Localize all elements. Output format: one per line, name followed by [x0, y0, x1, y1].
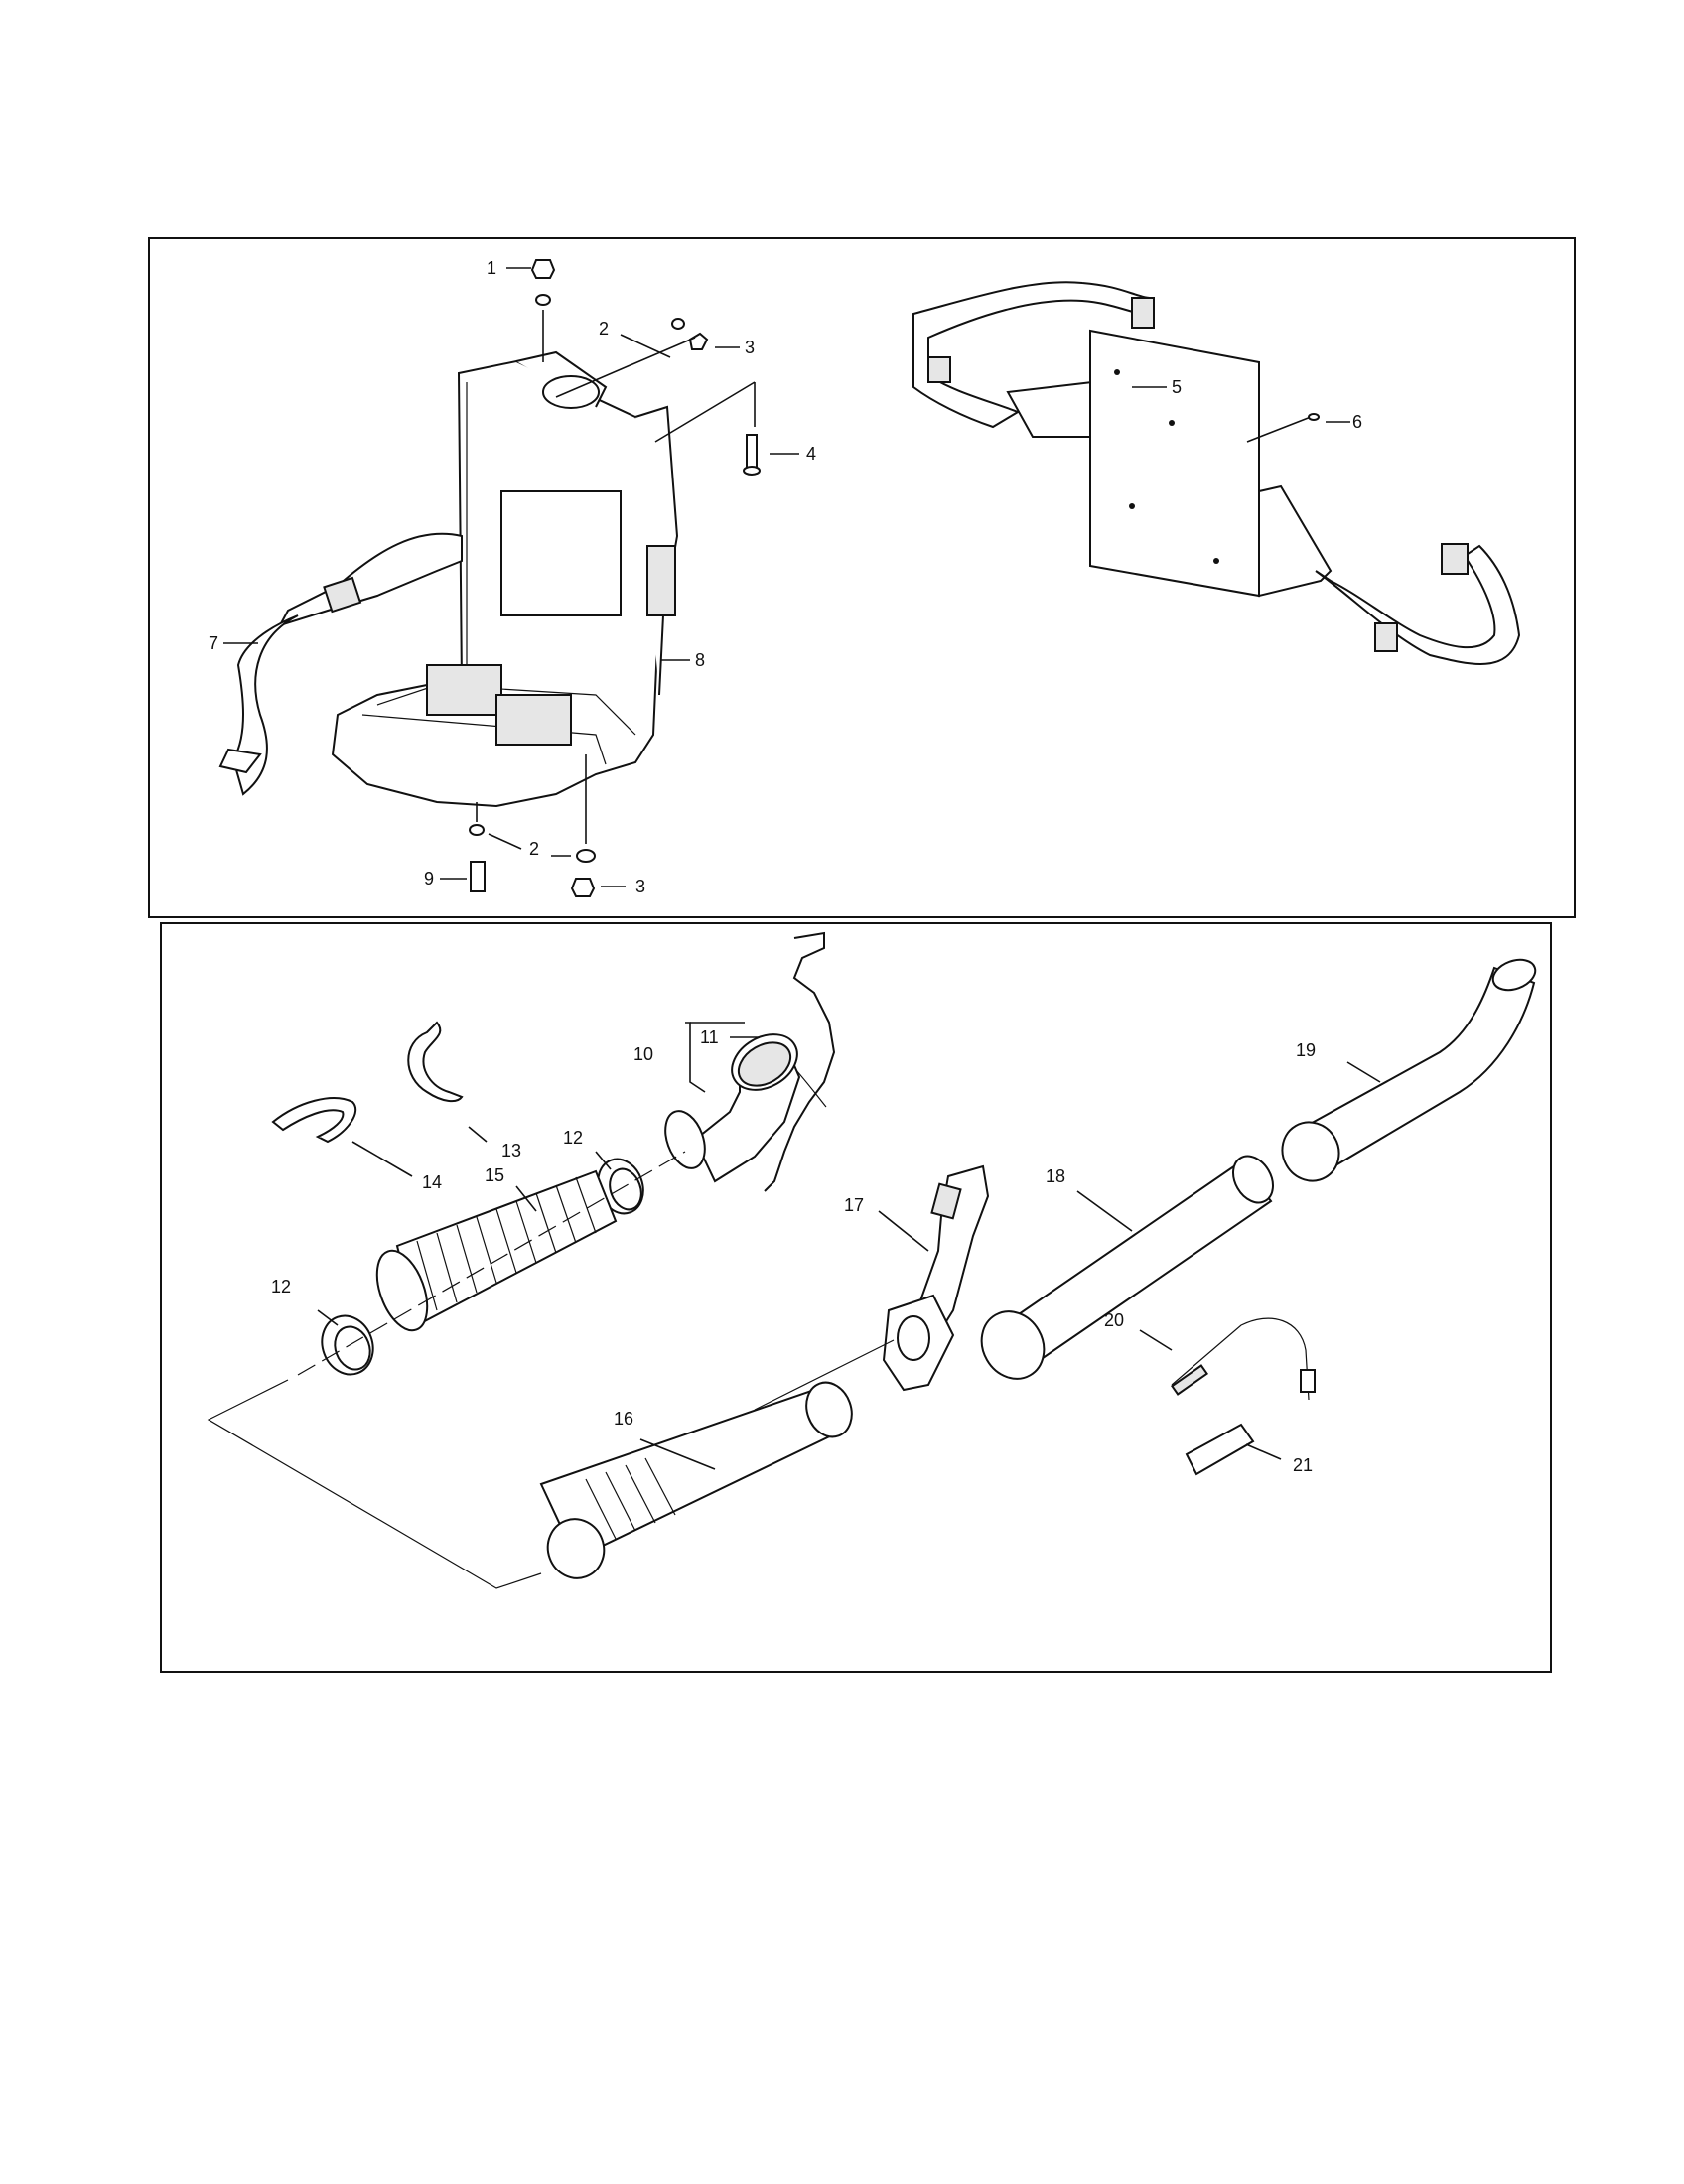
bottom-leader-lines [317, 1022, 1381, 1470]
callout-16: 16 [614, 1409, 633, 1429]
callout-2-top: 2 [599, 319, 609, 339]
elbow-tube [664, 1033, 801, 1183]
cable-tie [271, 1097, 357, 1144]
callout-8: 8 [695, 650, 705, 670]
callout-17: 17 [844, 1195, 864, 1215]
callout-12-top: 12 [563, 1128, 583, 1148]
callout-3-top: 3 [745, 338, 755, 357]
straight-tube [980, 1155, 1274, 1380]
curved-nozzle [1281, 958, 1537, 1182]
handle-tube [539, 1339, 895, 1579]
callout-5: 5 [1172, 377, 1182, 397]
cable-fitting [1185, 1423, 1255, 1476]
top-hardware [469, 259, 1320, 897]
wire-clip [407, 1021, 464, 1103]
callout-19: 19 [1296, 1040, 1316, 1060]
callout-7: 7 [209, 633, 218, 653]
backpack-frame [331, 350, 679, 808]
callout-6: 6 [1352, 412, 1362, 432]
callout-4: 4 [806, 444, 816, 464]
callout-18: 18 [1046, 1166, 1065, 1186]
shoulder-strap [218, 532, 463, 796]
callout-20: 20 [1104, 1310, 1124, 1330]
throttle-handle [882, 1164, 990, 1392]
callout-14: 14 [422, 1172, 442, 1192]
top-leader-lines [223, 267, 1350, 887]
callout-1: 1 [487, 258, 496, 278]
hose-clamps [321, 1158, 644, 1376]
callout-21: 21 [1293, 1455, 1313, 1475]
bottom-panel-frame [160, 922, 1552, 1673]
callout-13: 13 [501, 1141, 521, 1160]
callout-10: 10 [633, 1044, 653, 1064]
callout-9: 9 [424, 869, 434, 888]
flexible-hose [375, 1169, 618, 1332]
throttle-cable [1170, 1317, 1316, 1401]
callout-11: 11 [700, 1027, 719, 1047]
callout-12-bottom: 12 [271, 1277, 291, 1297]
top-panel-frame [148, 237, 1576, 918]
callout-3-bottom: 3 [635, 877, 645, 896]
waist-belt [912, 281, 1521, 665]
callout-15: 15 [485, 1165, 504, 1185]
callout-2-bottom: 2 [529, 839, 539, 859]
